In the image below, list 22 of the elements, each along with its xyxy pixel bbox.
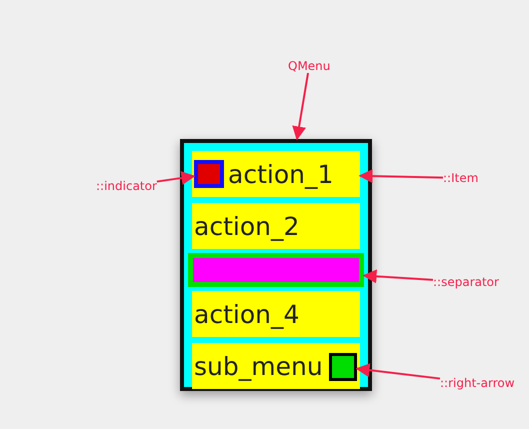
right-arrow-square	[329, 353, 357, 381]
indicator-square	[194, 160, 224, 188]
menu-item	[192, 291, 360, 337]
callout-label: QMenu	[288, 59, 330, 73]
separator-bar	[188, 253, 364, 287]
menu-item	[192, 203, 360, 249]
arrow	[356, 363, 440, 380]
menu-panel	[180, 139, 372, 391]
item-label: action_4	[194, 300, 300, 328]
arrow	[362, 269, 434, 284]
menu-item	[192, 343, 360, 389]
item-label: sub_menu	[194, 352, 323, 380]
menu-item	[192, 151, 360, 197]
callout-label: ::indicator	[96, 179, 157, 193]
arrow	[292, 72, 310, 140]
callout-label: ::Item	[443, 171, 478, 185]
callout-label: ::right-arrow	[440, 376, 515, 390]
arrow	[156, 171, 196, 185]
arrow	[358, 169, 444, 184]
item-label: action_1	[228, 160, 334, 188]
item-label: action_2	[194, 212, 300, 240]
callout-label: ::separator	[433, 275, 499, 289]
